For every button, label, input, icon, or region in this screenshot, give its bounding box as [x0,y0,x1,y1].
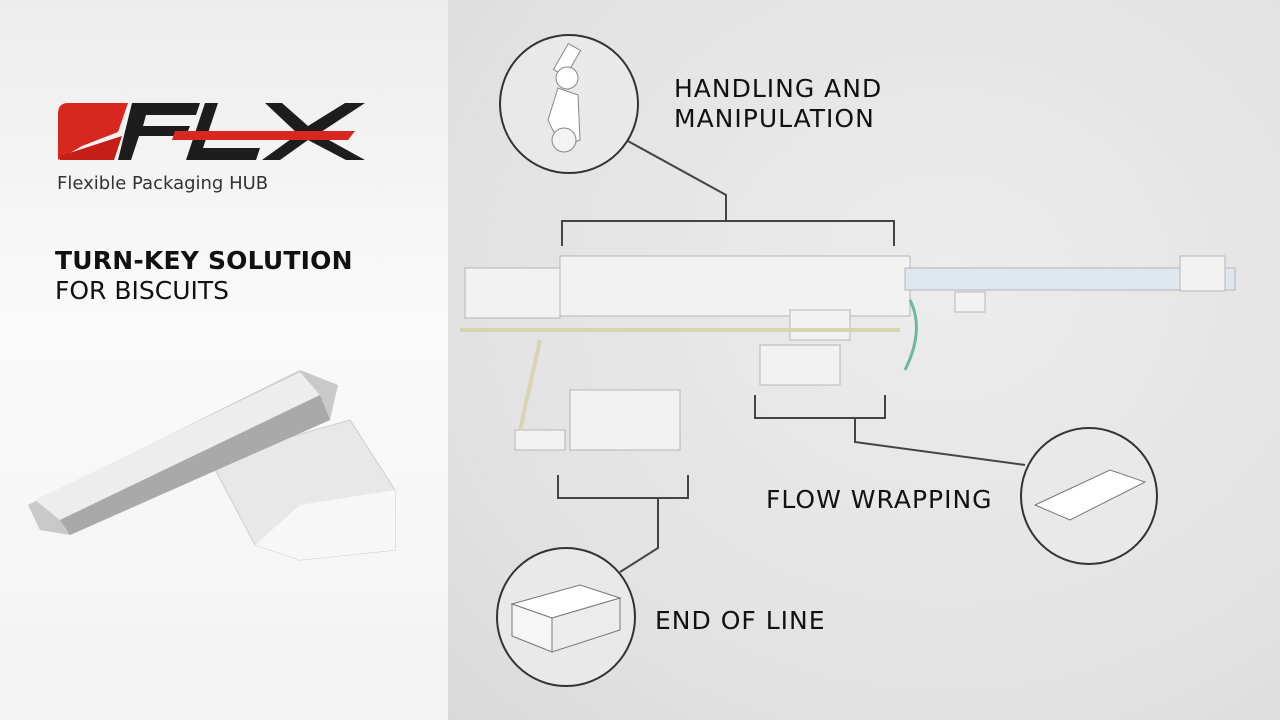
robot-gripper-icon [547,42,582,153]
flow-pack-icon [1033,469,1147,521]
carton-box-icon [510,584,622,653]
handling-label: HANDLING AND MANIPULATION [674,74,882,134]
handling-icon-circle [499,34,639,174]
connector-lines [557,139,1026,573]
biscuit-pack-image [28,370,396,561]
headline-line1: TURN-KEY SOLUTION [55,246,353,275]
flow-wrapping-icon-circle [1020,427,1158,565]
end-of-line-icon-circle [496,547,636,687]
handling-label-line1: HANDLING AND [674,74,883,103]
handling-label-line2: MANIPULATION [674,104,875,133]
flx-logo [58,103,365,160]
production-line-render [460,255,1236,451]
flow-wrapping-label: FLOW WRAPPING [766,485,993,514]
headline-line2: FOR BISCUITS [55,276,230,305]
end-of-line-label: END OF LINE [655,606,826,635]
brand-tagline: Flexible Packaging HUB [57,173,269,194]
